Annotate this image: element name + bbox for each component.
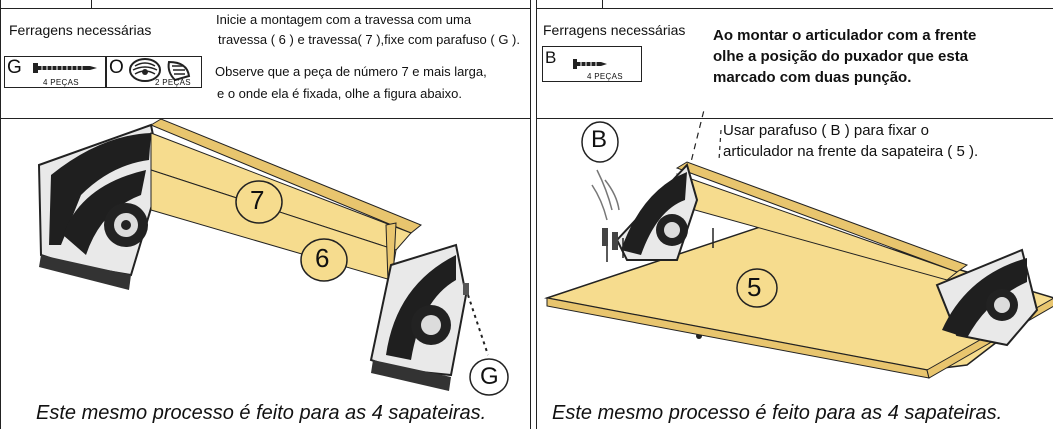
- hardware-letter: B: [545, 48, 557, 67]
- screw-label-b: B: [591, 126, 608, 153]
- hardware-letter: G: [7, 57, 22, 78]
- assembly-illustration-rails: [37, 118, 509, 396]
- panel-top-strip: [537, 0, 1053, 9]
- part-label-6: 6: [315, 243, 330, 273]
- hardware-title: Ferragens necessárias: [543, 22, 686, 38]
- instruction-line: travessa ( 6 ) e travessa( 7 ),fixe com …: [218, 32, 520, 47]
- screw-g-marker: [463, 283, 509, 396]
- bold-note-line: olhe a posição do puxador que esta: [713, 48, 969, 65]
- part-label-5: 5: [747, 272, 762, 302]
- right-articulator-bracket: [935, 248, 1039, 347]
- step-footer: Este mesmo processo é feito para as 4 sa…: [1, 399, 530, 429]
- step-panel-right: Ferragens necessárias B 4 PEÇAS Ao monta…: [536, 0, 1053, 429]
- cam-lock-icon: [129, 58, 191, 82]
- part-label-7: 7: [250, 185, 265, 215]
- hardware-title: Ferragens necessárias: [9, 22, 152, 38]
- hardware-count: 4 PEÇAS: [587, 72, 623, 81]
- screw-b-marker: [581, 121, 620, 250]
- footer-note: Este mesmo processo é feito para as 4 sa…: [36, 402, 487, 424]
- header-tab-divider: [602, 0, 603, 8]
- bold-note-line: marcado com duas punção.: [713, 69, 912, 86]
- right-articulator-bracket: [369, 243, 468, 391]
- screw-icon: [33, 63, 97, 73]
- bold-note-line: Ao montar o articulador com a frente: [713, 27, 977, 44]
- hardware-count: 2 PEÇAS: [155, 78, 191, 87]
- hardware-box-b: B 4 PEÇAS: [542, 46, 642, 82]
- header-tab-divider: [91, 0, 92, 8]
- assembly-illustration-front: [544, 110, 1053, 379]
- panel-top-strip: [1, 0, 530, 9]
- left-articulator-bracket: [606, 163, 714, 262]
- step-panel-left: Ferragens necessárias G 4 PEÇAS O: [0, 0, 531, 429]
- left-articulator-bracket: [37, 123, 163, 290]
- instruction-line: e o onde ela é fixada, olhe a figura aba…: [217, 86, 463, 101]
- step-header: [537, 8, 1053, 119]
- screw-note-line: Usar parafuso ( B ) para fixar o: [723, 122, 929, 139]
- instruction-line: Inicie a montagem com a travessa com uma: [216, 12, 472, 27]
- screw-label-g: G: [480, 363, 499, 390]
- step-footer: Este mesmo processo é feito para as 4 sa…: [537, 399, 1053, 429]
- hardware-box-o: O 2 PEÇAS: [106, 56, 202, 88]
- hardware-box-g: G 4 PEÇAS: [4, 56, 106, 88]
- step-header: [1, 8, 530, 119]
- hardware-count: 4 PEÇAS: [43, 78, 79, 87]
- screw-note-line: articulador na frente da sapateira ( 5 )…: [723, 143, 979, 160]
- instruction-line: Observe que a peça de número 7 e mais la…: [215, 64, 487, 79]
- footer-note: Este mesmo processo é feito para as 4 sa…: [552, 402, 1003, 424]
- hardware-letter: O: [109, 57, 124, 78]
- screw-icon: [573, 59, 607, 69]
